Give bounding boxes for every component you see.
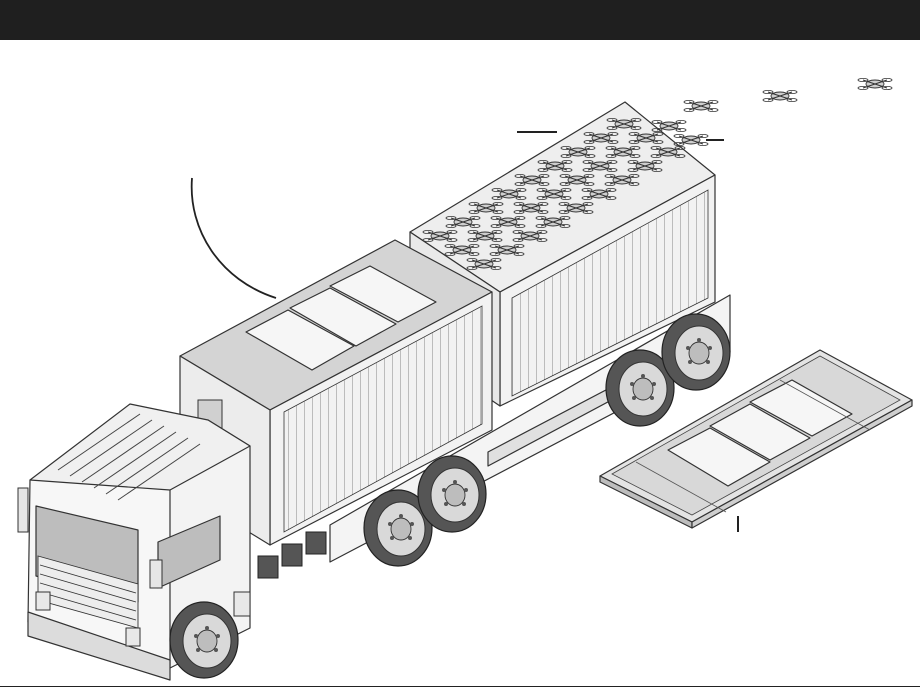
bottom-rule [0,686,920,687]
drone-icon [762,89,798,103]
callout-line-roof [190,177,277,299]
drone-icon [683,99,719,113]
header-bar [0,0,920,40]
wheel-icon [661,313,731,391]
wheel-icon [417,455,487,533]
container-icon [179,239,493,579]
wheel-icon [169,601,239,679]
grille [37,555,139,629]
solar-panel-icon [245,265,437,371]
truck-illustration [17,77,913,681]
folding-solar-array-icon [599,349,913,529]
drone-icon [857,77,893,91]
